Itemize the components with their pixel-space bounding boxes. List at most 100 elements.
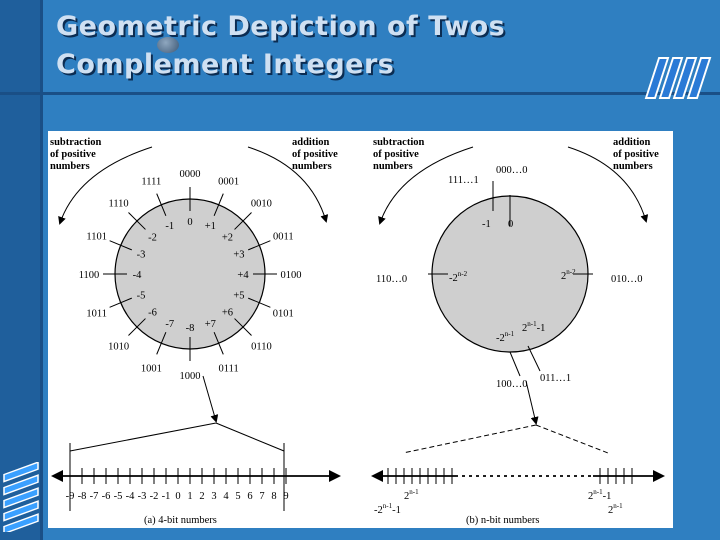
left-ring-tick	[156, 193, 167, 216]
left-nl-label: -3	[138, 491, 147, 502]
rnrb-exp: n-1	[613, 502, 623, 510]
left-ring-code: 0001	[218, 177, 239, 188]
title-line-1: Geometric Depiction of Twos	[56, 11, 506, 42]
left-ring-code: 0110	[251, 341, 272, 352]
rvmax-exp: n-1	[527, 320, 537, 328]
left-ring-tick	[248, 240, 271, 251]
rvph-exp: n-2	[566, 268, 576, 276]
left-nl-label: 6	[247, 491, 252, 502]
left-subtraction-arrow	[58, 146, 153, 225]
left-ring-value: +3	[233, 250, 244, 261]
right-val-max: 2n-1-1	[522, 320, 545, 334]
left-caption: (a) 4-bit numbers	[144, 515, 217, 526]
left-nl-label: -1	[162, 491, 171, 502]
decor-ball	[157, 37, 179, 53]
left-ring-tick	[128, 318, 146, 336]
left-ring-value: +6	[222, 307, 233, 318]
rnlb-exp: n-1	[383, 502, 393, 510]
left-ring-code: 1101	[86, 231, 107, 242]
left-ring-value: -2	[148, 233, 157, 244]
left-ring-value: +5	[233, 290, 244, 301]
left-ring-tick	[234, 212, 252, 230]
corner-logo	[644, 57, 712, 99]
left-ring-code: 1010	[108, 341, 129, 352]
right-subtraction-line1: subtraction	[373, 137, 424, 148]
rnlb-base: -2	[374, 505, 383, 516]
right-nl-left-top: 2n-1	[404, 488, 419, 502]
rvmin-exp: n-1	[505, 330, 515, 338]
rnrt-tail: -1	[603, 491, 612, 502]
left-ring-value: +2	[222, 233, 233, 244]
rnrb-base: 2	[608, 505, 613, 516]
left-nl-label: 9	[283, 491, 288, 502]
corner-stripes	[3, 462, 39, 532]
left-ring-code: 1001	[141, 363, 162, 374]
right-addition-line1: addition	[613, 137, 651, 148]
right-code-111: 111…1	[448, 175, 479, 186]
right-wheel-group: subtraction of positive numbers addition…	[371, 137, 665, 526]
right-val-min: -2n-1	[496, 330, 515, 344]
twos-complement-diagram: 0000000100100011010001010110011110001001…	[50, 137, 665, 526]
right-nl-right-top: 2n-1-1	[588, 488, 611, 502]
vertical-rule	[40, 0, 43, 540]
left-ring-tick	[109, 240, 132, 251]
left-ring-tick	[156, 332, 167, 355]
rvmax-tail: -1	[537, 323, 546, 334]
left-down-arrow	[202, 375, 219, 423]
right-addition-line2: of positive	[613, 149, 659, 160]
right-addition-arrow	[567, 146, 649, 223]
horizontal-rule	[0, 92, 720, 95]
rnlt-exp: n-1	[409, 488, 419, 496]
right-addition-line3: numbers	[613, 161, 653, 172]
left-nl-label: 1	[187, 491, 192, 502]
left-ring-code: 0010	[251, 199, 272, 210]
left-subtraction-line2: of positive	[50, 149, 96, 160]
rvnh-base: -2	[449, 273, 458, 284]
right-nl-left-bottom: -2n-1-1	[374, 502, 401, 516]
left-addition-line1: addition	[292, 137, 330, 148]
rnrt-base: 2	[588, 491, 593, 502]
left-nl-label: -5	[114, 491, 123, 502]
left-ring-code: 1110	[108, 199, 128, 210]
left-ring-tick	[109, 297, 132, 308]
left-ring-value: +4	[237, 270, 249, 281]
left-nl-label: 5	[235, 491, 240, 502]
left-ring-code: 0100	[281, 270, 302, 281]
right-val-0: 0	[508, 219, 513, 230]
left-ring-tick	[248, 297, 271, 308]
left-ring-code: 0111	[219, 363, 239, 374]
left-nl-label: 3	[211, 491, 216, 502]
right-code-011: 011…1	[540, 373, 571, 384]
right-code-top: 000…0	[496, 165, 528, 176]
right-subtraction-arrow	[378, 146, 474, 225]
left-ring-value: +7	[205, 319, 216, 330]
left-ring-value: 0	[187, 217, 192, 228]
right-subtraction-line3: numbers	[373, 161, 413, 172]
left-number-line-ticks	[69, 468, 287, 484]
rvph-base: 2	[561, 271, 566, 282]
rvmax-base: 2	[522, 323, 527, 334]
left-nl-label: 2	[199, 491, 204, 502]
left-nl-label: -6	[102, 491, 111, 502]
left-ring-value: -7	[165, 319, 174, 330]
left-proj-right	[215, 422, 285, 452]
rvmin-base: -2	[496, 333, 505, 344]
right-val-neg-half: -2n-2	[449, 270, 468, 284]
right-nl-right-bottom: 2n-1	[608, 502, 623, 516]
left-ring-codes: 0000000100100011010001010110011110001001…	[79, 169, 302, 382]
left-addition-arrow	[247, 146, 329, 223]
left-nl-label: 8	[271, 491, 276, 502]
left-ring-code: 1000	[180, 371, 201, 382]
right-number-line-ticks	[387, 468, 633, 484]
right-code-110: 110…0	[376, 274, 407, 285]
left-ring-value: -3	[137, 250, 146, 261]
left-ring-value: -6	[148, 307, 157, 318]
left-nl-label: -4	[126, 491, 135, 502]
rnlb-tail: -1	[392, 505, 401, 516]
right-val-m1: -1	[482, 219, 491, 230]
title-line-2: Complement Integers	[56, 49, 395, 80]
left-proj-left	[69, 422, 217, 452]
